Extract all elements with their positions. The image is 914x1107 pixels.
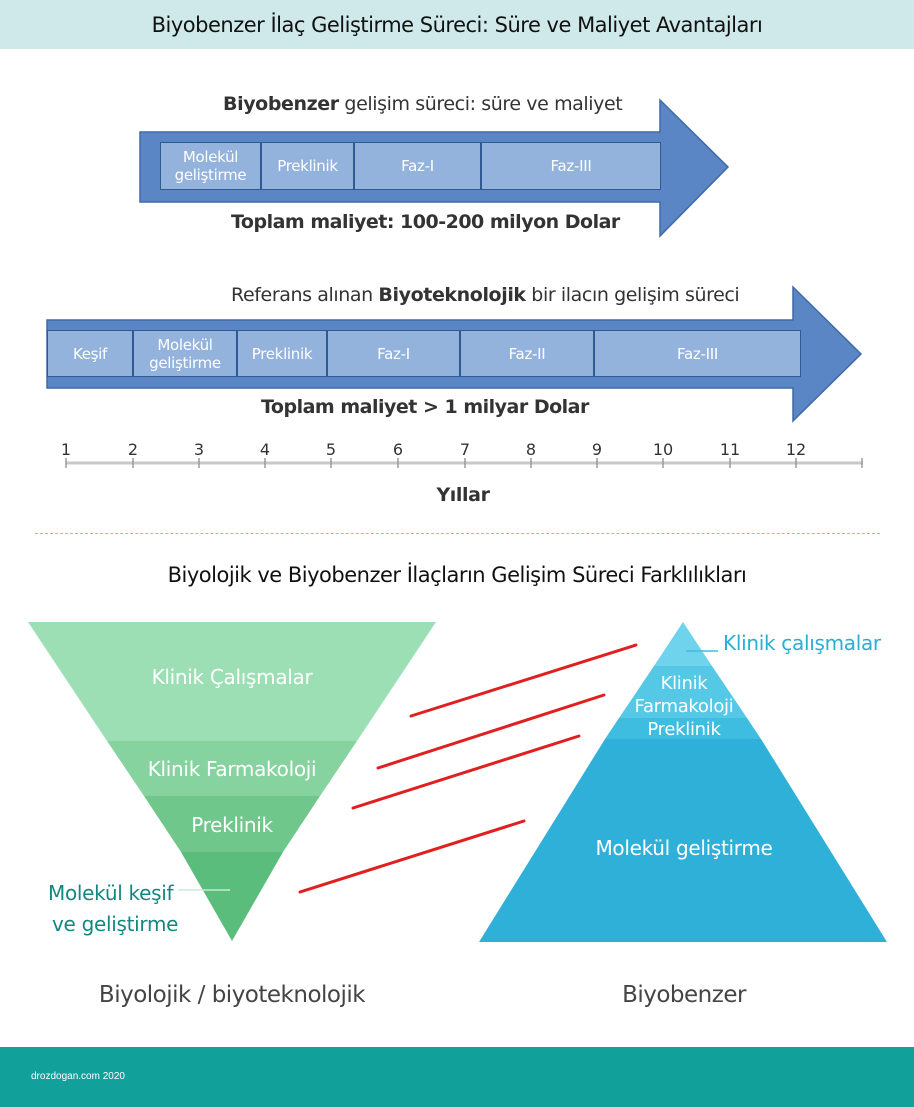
biosimilar-heading-rest: gelişim süreci: süre ve maliyet	[338, 93, 623, 115]
biologic-layer-clinical-label: Klinik Çalışmalar	[151, 665, 313, 689]
reference-cost: Toplam maliyet > 1 milyar Dolar	[261, 396, 589, 418]
biosimilar-phase-3: Faz-III	[481, 142, 661, 190]
timeline-tick-label: 3	[193, 440, 205, 459]
biologic-layer-discovery	[181, 852, 283, 941]
biologic-layer-pharmacology-label: Klinik Farmakoloji	[147, 757, 317, 781]
biosimilar-layer-clinical	[654, 622, 712, 666]
biosimilar-layer-pharmacology-label: Farmakoloji	[634, 696, 734, 717]
reference-phase-molecule: Molekül geliştirme	[133, 330, 237, 377]
reference-phase-preclinical: Preklinik	[237, 330, 327, 377]
reference-phase-2: Faz-II	[460, 330, 594, 377]
reference-arrow-heading: Referans alınan Biyoteknolojik bir ilacı…	[231, 284, 740, 306]
comparison-title: Biyolojik ve Biyobenzer İlaçların Gelişi…	[167, 563, 747, 587]
timeline-tick-label: 1	[60, 440, 72, 459]
arrows-svg	[46, 98, 863, 468]
timeline-tick-label: 5	[325, 440, 337, 459]
timeline-tick-label: 7	[459, 440, 471, 459]
biosimilar-cost: Toplam maliyet: 100-200 milyon Dolar	[231, 211, 620, 233]
timeline-tick-label: 8	[525, 440, 537, 459]
biologic-layer-preclinical	[144, 796, 320, 852]
biosimilar-arrow-heading: Biyobenzer gelişim süreci: süre ve maliy…	[223, 93, 623, 115]
biosimilar-layer-clinical-label: Klinik	[660, 673, 708, 694]
timeline-tick-label: 2	[127, 440, 139, 459]
biosimilar-layer-preclinical-label: Preklinik	[647, 719, 721, 740]
reference-heading-pre: Referans alınan	[231, 284, 379, 306]
timeline-tick-label: 12	[785, 440, 807, 459]
biosimilar-caption: Biyobenzer	[622, 982, 746, 1008]
reference-phase-discovery: Keşif	[47, 330, 133, 377]
timeline-tick-label: 10	[652, 440, 674, 459]
connector-lines	[298, 643, 638, 894]
timeline-tick-marks	[65, 458, 863, 468]
biologic-layer-clinical	[28, 622, 436, 741]
biologic-caption: Biyolojik / biyoteknolojik	[98, 982, 366, 1008]
timeline-tick-label: 4	[259, 440, 271, 459]
timeline-axis-title: Yıllar	[436, 484, 490, 506]
comparison-svg	[28, 622, 887, 942]
biologic-side-label-line2: ve geliştirme	[52, 912, 179, 936]
biosimilar-layer-preclinical	[605, 718, 761, 739]
biosimilar-phase-1: Faz-I	[354, 142, 481, 190]
biosimilar-side-label: Klinik çalışmalar	[723, 631, 881, 655]
biosimilar-phase-molecule: Molekül geliştirme	[160, 142, 261, 190]
footer-bar	[0, 1047, 914, 1107]
reference-heading-bold: Biyoteknolojik	[378, 284, 526, 306]
timeline-tick-label: 9	[591, 440, 603, 459]
biologic-side-label-line1: Molekül keşif	[48, 881, 174, 905]
timeline-tick-label: 6	[392, 440, 404, 459]
timeline-tick-label: 11	[719, 440, 741, 459]
page-title: Biyobenzer İlaç Geliştirme Süreci: Süre …	[0, 0, 914, 49]
biosimilar-layer-molecule	[479, 739, 887, 942]
biosimilar-layer-molecule-label: Molekül geliştirme	[595, 836, 773, 860]
section-divider	[35, 533, 880, 534]
biologic-layer-pharmacology	[107, 741, 357, 796]
biosimilar-heading-bold: Biyobenzer	[223, 93, 339, 115]
biosimilar-layer-pharmacology	[619, 666, 747, 718]
reference-phase-3: Faz-III	[594, 330, 801, 377]
reference-heading-post: bir ilacın gelişim süreci	[525, 284, 740, 306]
reference-phase-1: Faz-I	[327, 330, 460, 377]
biologic-layer-preclinical-label: Preklinik	[191, 813, 273, 837]
footer-text: drozdogan.com 2020	[31, 1071, 125, 1082]
biosimilar-phase-preclinical: Preklinik	[261, 142, 354, 190]
